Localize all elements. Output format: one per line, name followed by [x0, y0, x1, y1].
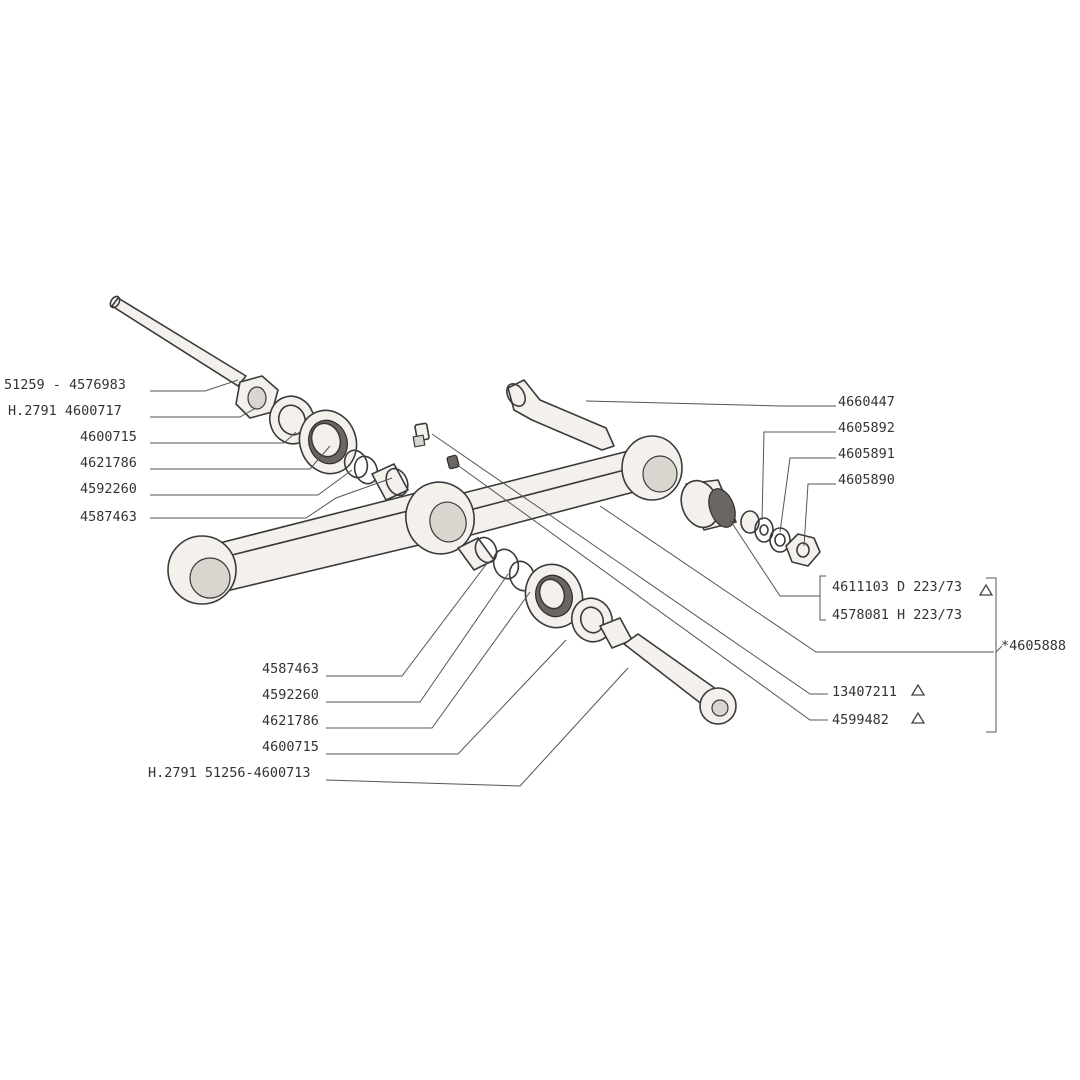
label-seal-left: 4621786 [80, 455, 137, 471]
bearing-upper-left [268, 395, 358, 475]
label-bolt-right: 4660447 [838, 394, 895, 410]
label-bush-d: 4611103 D 223/73 [832, 579, 962, 595]
triangle-icon [910, 683, 926, 696]
nut-upper-left [235, 375, 279, 419]
shaft-lower [623, 633, 737, 725]
label-nipple-a: 13407211 [832, 684, 897, 700]
label-bush-h: 4578081 H 223/73 [832, 607, 962, 623]
label-shaft-left: 51259 - 4576983 [4, 377, 126, 393]
label-nipple-b: 4599482 [832, 712, 889, 728]
leader-lines [150, 379, 994, 787]
label-nut-right: 4605890 [838, 472, 895, 488]
label-seal-lower: 4621786 [262, 713, 319, 729]
grease-nipple-a [412, 422, 430, 448]
label-bearing-left: 4600715 [80, 429, 137, 445]
part-labels: 51259 - 4576983 H.2791 4600717 4600715 4… [4, 377, 1066, 781]
label-nut-left: H.2791 4600717 [8, 403, 122, 419]
bolt-right [506, 379, 615, 451]
triangle-icon [910, 711, 926, 724]
triangle-icon [978, 583, 994, 596]
bush-right [680, 479, 737, 531]
shaft-upper-left [109, 295, 247, 387]
parts-drawing [109, 295, 821, 725]
label-assembly: *4605888 [1001, 638, 1066, 654]
grease-nipple-b [446, 454, 460, 470]
assembly-bracket [819, 575, 1003, 733]
rings-upper [343, 449, 379, 485]
seal-lower [524, 563, 584, 629]
bearing-lower [570, 597, 633, 649]
main-arm [167, 435, 683, 605]
note-markers [910, 583, 994, 724]
label-ring-left: 4592260 [80, 481, 137, 497]
label-ring-lower: 4592260 [262, 687, 319, 703]
label-bearing-lower: 4600715 [262, 739, 319, 755]
label-shaft-lower: H.2791 51256-4600713 [148, 765, 311, 781]
washers-right [740, 510, 791, 553]
label-bush-lower: 4587463 [262, 661, 319, 677]
label-bush-left: 4587463 [80, 509, 137, 525]
nut-right [785, 533, 821, 567]
bush-upper [371, 463, 409, 501]
label-washer-a: 4605892 [838, 420, 895, 436]
label-washer-b: 4605891 [838, 446, 895, 462]
